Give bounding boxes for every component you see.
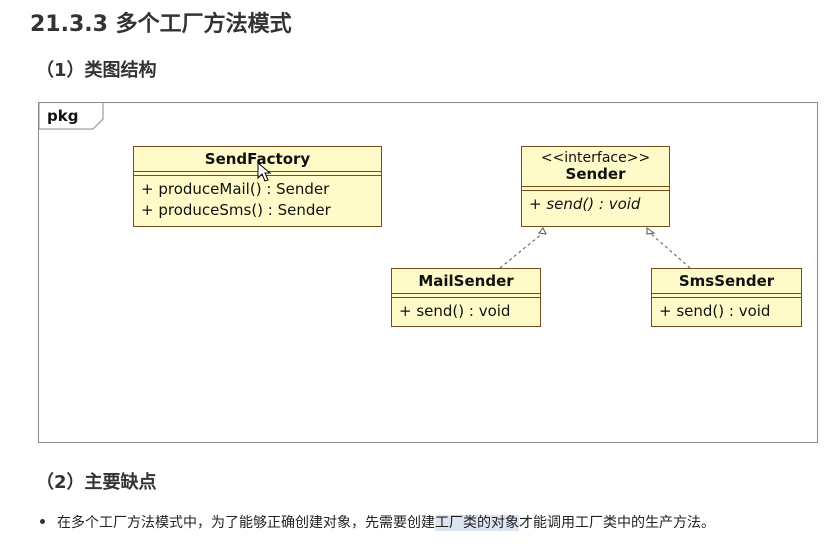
subsection-title-class-diagram: （1）类图结构: [36, 60, 157, 81]
operation: + produceMail() : Sender: [141, 180, 330, 198]
interface-stereotype: <<interface>>: [540, 150, 651, 166]
attribute-compartment: [392, 293, 540, 297]
class-name: SmsSender: [678, 272, 775, 290]
subsection-title-disadvantages: （2）主要缺点: [36, 472, 157, 493]
mailsender-realization-line: [499, 232, 544, 269]
bullet-text: 在多个工厂方法模式中，为了能够正确创建对象，先需要创建: [57, 515, 435, 531]
operation-compartment: + send() : void: [392, 297, 540, 324]
class-sendfactory[interactable]: SendFactory + produceMail() : Sender + p…: [133, 146, 382, 227]
class-name: MailSender: [418, 272, 514, 290]
interface-sender[interactable]: <<interface>> Sender + send() : void: [521, 146, 670, 227]
list-item: 在多个工厂方法模式中，为了能够正确创建对象，先需要创建工厂类的对象才能调用工厂类…: [40, 512, 715, 532]
class-smssender[interactable]: SmsSender + send() : void: [651, 268, 802, 327]
package-label: pkg: [47, 107, 79, 125]
operation: + produceSms() : Sender: [141, 201, 331, 219]
operation: + send() : void: [659, 302, 771, 320]
attribute-compartment: [522, 186, 669, 190]
bullet-icon: [40, 518, 45, 524]
smssender-realization-line: [649, 232, 691, 269]
class-name: Sender: [565, 165, 626, 183]
mailsender-realization-arrowhead: [538, 227, 547, 235]
operation-compartment: + send() : void: [652, 297, 801, 324]
operation-compartment: + send() : void: [522, 190, 669, 217]
mouse-cursor-icon: [257, 162, 272, 182]
class-mailsender[interactable]: MailSender + send() : void: [391, 268, 541, 327]
smssender-realization-arrowhead: [646, 227, 656, 235]
class-name: SendFactory: [204, 150, 311, 168]
highlighted-text: 工厂类的对象: [435, 515, 519, 531]
section-title: 21.3.3 多个工厂方法模式: [30, 12, 292, 37]
operation: + send() : void: [399, 302, 511, 320]
package-tab: [39, 103, 104, 130]
attribute-compartment: [652, 293, 801, 297]
operation: + send() : void: [529, 195, 641, 213]
bullet-text: 才能调用工厂类中的生产方法。: [519, 515, 715, 531]
